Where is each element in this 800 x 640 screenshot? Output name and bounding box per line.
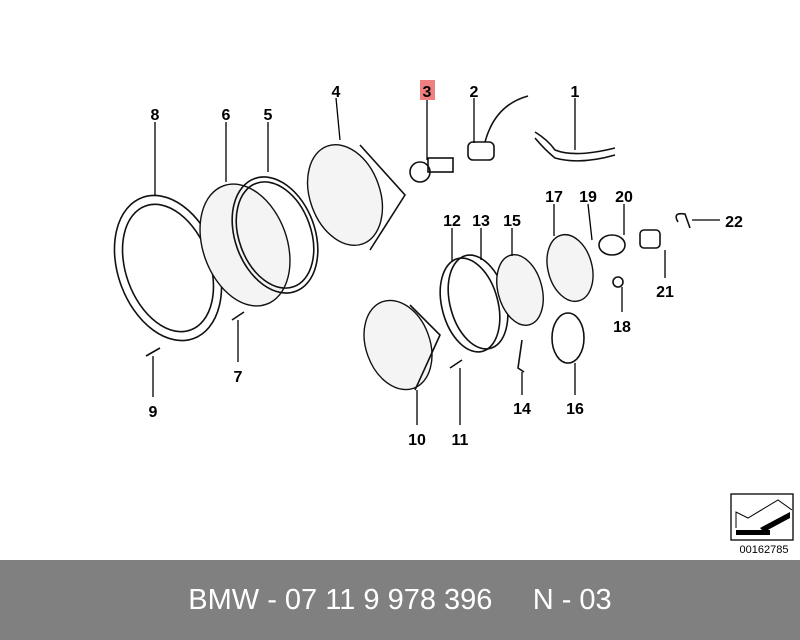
footer-bar: BMW - 07 11 9 978 396 N - 03: [0, 560, 800, 640]
part-label-2[interactable]: 2: [470, 84, 479, 101]
part-label-11[interactable]: 11: [452, 432, 469, 449]
part-drawings: [113, 95, 691, 391]
part-label-18[interactable]: 18: [613, 319, 631, 336]
part-label-5[interactable]: 5: [264, 107, 273, 124]
part-label-3[interactable]: 3: [423, 84, 432, 101]
part-label-10[interactable]: 10: [408, 432, 426, 449]
part-label-4[interactable]: 4: [332, 84, 341, 101]
reference-number: 00162785: [740, 544, 789, 556]
part-number: BMW - 07 11 9 978 396: [188, 583, 493, 616]
part-label-1[interactable]: 1: [571, 84, 580, 101]
part-label-7[interactable]: 7: [234, 369, 243, 386]
reference-box: 00162785: [730, 493, 794, 556]
footer-spacer: [492, 584, 532, 617]
highlight-box: [420, 80, 435, 100]
part-label-6[interactable]: 6: [222, 107, 231, 124]
diagram-code: N - 03: [532, 583, 612, 616]
part-label-9[interactable]: 9: [149, 404, 158, 421]
part-label-22[interactable]: 22: [725, 214, 743, 231]
part-label-15[interactable]: 15: [503, 213, 521, 230]
arrow-icon: [735, 499, 793, 528]
leader-lines: [152, 97, 720, 425]
parts-diagram: 1 2 3 4 5 6 7 8 9 10 11 12 13 14 15 16 1…: [113, 80, 794, 556]
part-label-16[interactable]: 16: [566, 401, 584, 418]
part-labels: 1 2 3 4 5 6 7 8 9 10 11 12 13 14 15 16 1…: [149, 80, 743, 449]
part-label-21[interactable]: 21: [656, 284, 674, 301]
part-label-19[interactable]: 19: [579, 189, 597, 206]
part-label-14[interactable]: 14: [513, 401, 531, 418]
part-label-20[interactable]: 20: [615, 189, 633, 206]
part-label-12[interactable]: 12: [443, 213, 461, 230]
part-label-8[interactable]: 8: [151, 107, 160, 124]
part-label-17[interactable]: 17: [545, 189, 563, 206]
part-label-13[interactable]: 13: [472, 213, 490, 230]
